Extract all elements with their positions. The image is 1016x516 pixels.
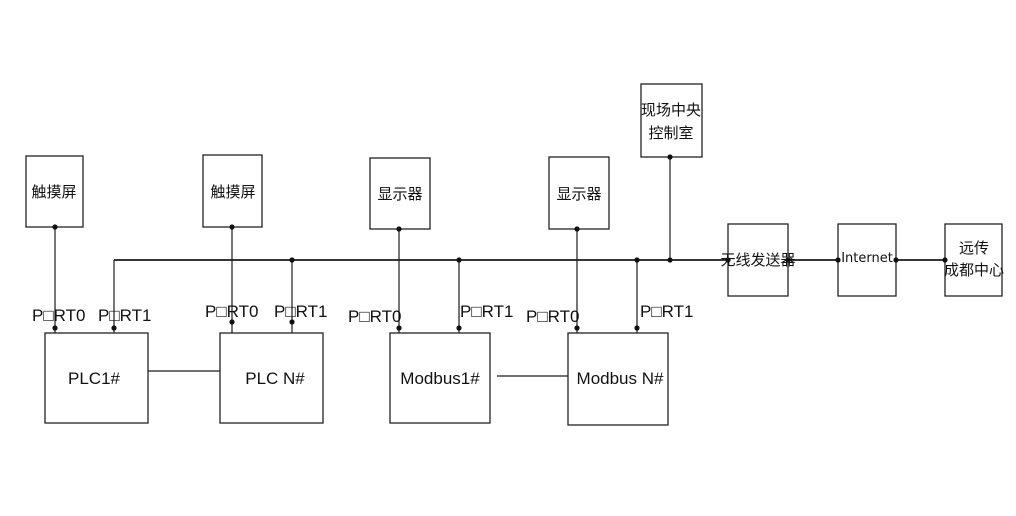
junction-dot <box>942 257 948 263</box>
junction-dot <box>574 325 580 331</box>
port1-label-modbus1: P□RT1 <box>460 302 513 321</box>
plc-box-n <box>219 332 324 424</box>
display-label-1: 显示器 <box>377 185 422 203</box>
control-room-label-2: 控制室 <box>648 124 693 142</box>
port1-label-plcn: P□RT1 <box>274 302 327 321</box>
junction-dot <box>111 325 117 331</box>
junction-dot <box>574 226 580 232</box>
plc-box-1 <box>44 332 149 424</box>
hmi-label-1: 触摸屏 <box>31 183 76 201</box>
junction-dot <box>835 257 841 263</box>
port0-label-plc1: P□RT0 <box>32 306 85 325</box>
junction-dot <box>634 257 640 263</box>
hmi-box-n <box>202 154 263 228</box>
remote-label-1: 远传 <box>959 239 989 257</box>
port0-label-modbusn: P□RT0 <box>526 307 579 326</box>
remote-label-2: 成都中心 <box>944 261 1004 279</box>
junction-dot <box>785 257 791 263</box>
port1-label-plc1: P□RT1 <box>98 306 151 325</box>
junction-dot <box>396 325 402 331</box>
junction-dot <box>456 325 462 331</box>
wireless-label: 无线发送器 <box>720 251 795 269</box>
junction-dot <box>893 257 899 263</box>
junction-dot <box>634 325 640 331</box>
junction-dot <box>229 319 235 325</box>
control-room-label-1: 现场中央 <box>641 101 701 119</box>
port0-label-modbus1: P□RT0 <box>348 307 401 326</box>
control-room-box <box>640 83 703 158</box>
port1-label-modbusn: P□RT1 <box>640 302 693 321</box>
junction-dot <box>229 224 235 230</box>
modbus-label-n: Modbus N# <box>577 369 664 388</box>
junction-dot <box>289 257 295 263</box>
internet-label: Internet <box>841 251 893 266</box>
plc-label-n: PLC N# <box>245 369 305 388</box>
junction-dot <box>396 226 402 232</box>
remote-center-box <box>944 223 1003 297</box>
junction-dot <box>52 224 58 230</box>
junction-dot <box>52 325 58 331</box>
hmi-box-1 <box>25 155 84 228</box>
modbus-box-1 <box>389 332 491 424</box>
junction-dot <box>667 257 673 263</box>
modbus-box-n <box>567 332 669 426</box>
junction-dots <box>52 154 948 331</box>
hmi-label-n: 触摸屏 <box>210 183 255 201</box>
plc-label-1: PLC1# <box>68 369 121 388</box>
display-label-n: 显示器 <box>556 185 601 203</box>
junction-dot <box>289 319 295 325</box>
display-box-n <box>548 156 610 230</box>
junction-dot <box>725 257 731 263</box>
port0-label-plcn: P□RT0 <box>205 302 258 321</box>
display-box-1 <box>369 157 431 230</box>
modbus-label-1: Modbus1# <box>400 369 480 388</box>
junction-dot <box>456 257 462 263</box>
junction-dot <box>667 154 673 160</box>
